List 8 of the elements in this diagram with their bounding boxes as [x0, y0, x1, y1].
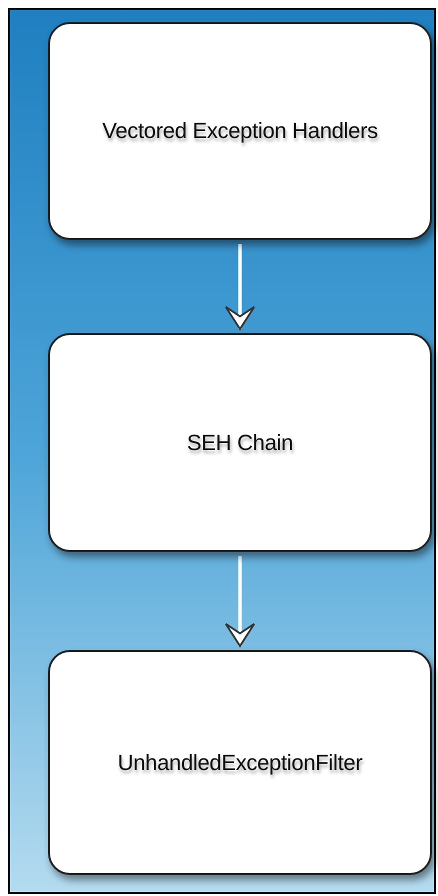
box-label: SEH Chain	[186, 430, 294, 456]
box-label: Vectored Exception Handlers	[102, 118, 378, 144]
process-box	[48, 333, 432, 552]
process-box	[48, 650, 432, 875]
box-label: UnhandledExceptionFilter	[118, 750, 362, 776]
arrow	[224, 244, 256, 330]
arrow	[224, 556, 256, 647]
process-box	[48, 22, 432, 240]
